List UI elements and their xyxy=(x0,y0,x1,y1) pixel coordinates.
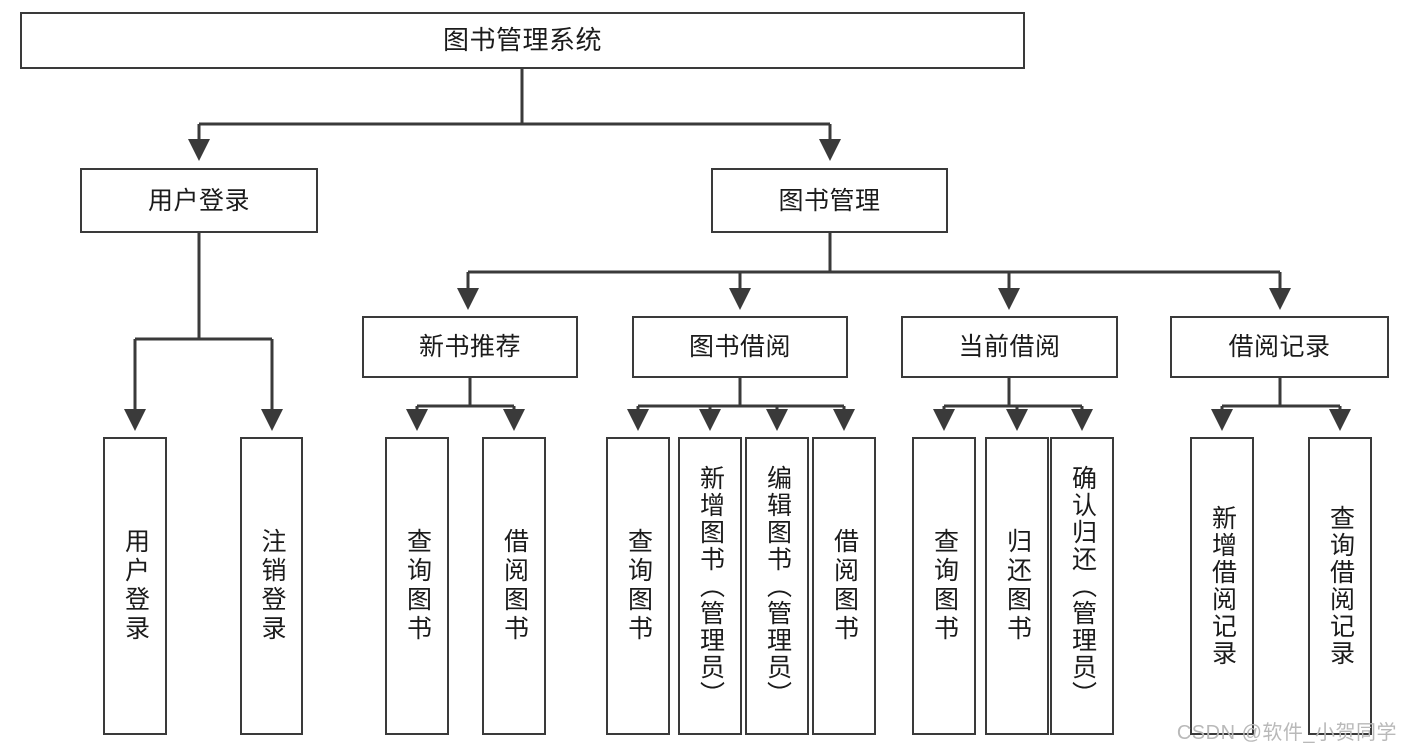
node-label: 借阅记录 xyxy=(1228,333,1331,361)
node-new-book-recommend[interactable]: 新书推荐 xyxy=(362,316,578,378)
node-label: 借阅图书 xyxy=(830,528,859,644)
node-label: 编辑图书（管理员） xyxy=(763,464,792,708)
node-book-borrow[interactable]: 图书借阅 xyxy=(632,316,848,378)
node-user-login[interactable]: 用户登录 xyxy=(80,168,318,233)
leaf-logout-login[interactable]: 注销登录 xyxy=(240,437,303,735)
node-label: 新增图书（管理员） xyxy=(696,464,725,708)
node-label: 用户登录 xyxy=(147,186,250,215)
leaf-borrow-book-recommend[interactable]: 借阅图书 xyxy=(482,437,546,735)
node-label: 图书管理 xyxy=(778,186,881,215)
node-label: 图书借阅 xyxy=(688,333,791,361)
node-label: 查询图书 xyxy=(403,528,432,644)
node-label: 图书管理系统 xyxy=(442,24,602,55)
node-label: 用户登录 xyxy=(121,528,150,644)
leaf-borrow-book[interactable]: 借阅图书 xyxy=(812,437,876,735)
node-label: 归还图书 xyxy=(1003,528,1032,644)
node-label: 查询借阅记录 xyxy=(1326,505,1355,667)
node-label: 注销登录 xyxy=(258,528,286,644)
leaf-confirm-return-admin[interactable]: 确认归还（管理员） xyxy=(1050,437,1114,735)
node-label: 确认归还（管理员） xyxy=(1068,464,1097,708)
node-book-manage[interactable]: 图书管理 xyxy=(711,168,948,233)
leaf-edit-book-admin[interactable]: 编辑图书（管理员） xyxy=(745,437,809,735)
leaf-user-login[interactable]: 用户登录 xyxy=(103,437,167,735)
leaf-add-book-admin[interactable]: 新增图书（管理员） xyxy=(678,437,742,735)
node-current-borrow[interactable]: 当前借阅 xyxy=(901,316,1118,378)
csdn-watermark: CSDN @软件_小贺同学 xyxy=(1176,722,1397,744)
leaf-query-book-borrow[interactable]: 查询图书 xyxy=(606,437,670,735)
node-borrow-record[interactable]: 借阅记录 xyxy=(1170,316,1389,378)
leaf-query-book-current[interactable]: 查询图书 xyxy=(912,437,976,735)
leaf-query-book-recommend[interactable]: 查询图书 xyxy=(385,437,449,735)
node-label: 查询图书 xyxy=(624,528,653,644)
node-label: 新书推荐 xyxy=(418,333,521,361)
node-label: 借阅图书 xyxy=(500,528,529,644)
node-label: 新增借阅记录 xyxy=(1208,505,1237,667)
leaf-query-borrow-record[interactable]: 查询借阅记录 xyxy=(1308,437,1372,735)
node-root-system[interactable]: 图书管理系统 xyxy=(20,12,1025,69)
node-label: 查询图书 xyxy=(930,528,959,644)
leaf-add-borrow-record[interactable]: 新增借阅记录 xyxy=(1190,437,1254,735)
node-label: 当前借阅 xyxy=(958,333,1061,361)
leaf-return-book[interactable]: 归还图书 xyxy=(985,437,1049,735)
